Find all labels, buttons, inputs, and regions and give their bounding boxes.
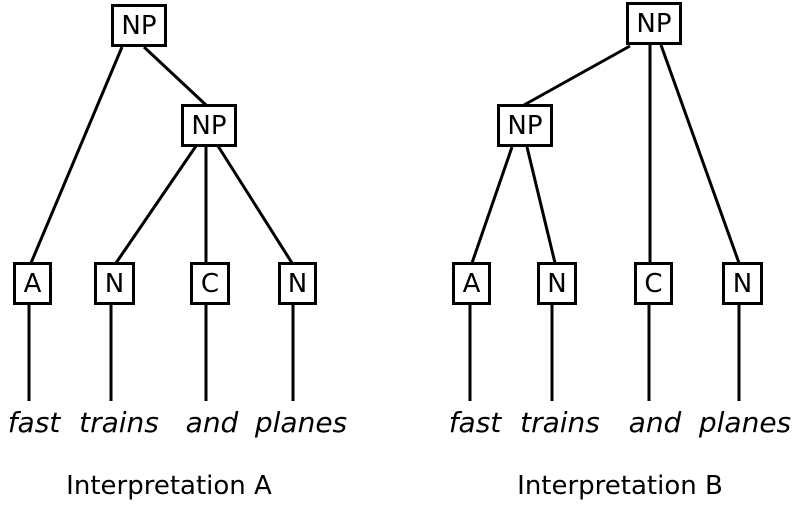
edge-b-root-to-leaf-n2 [659, 44, 741, 264]
tree-a-leaf-noun2-node: N [278, 262, 317, 305]
tree-b-word-and: and [628, 406, 682, 439]
edge-a-inner-to-leaf-n2 [216, 145, 294, 264]
tree-a-caption: Interpretation A [66, 471, 272, 501]
edge-b-root-to-inner-np [523, 44, 631, 107]
tree-a-leaf-adjective-node: A [13, 262, 52, 305]
tree-b-word-fast: fast [448, 406, 502, 439]
edge-a-root-to-inner-np [142, 45, 208, 107]
tree-a-word-trains: trains [79, 406, 159, 439]
tree-b-leaf-adjective-node: A [452, 262, 491, 305]
edge-b-inner-to-leaf-a [470, 146, 514, 264]
edge-a-root-to-leaf-a [29, 46, 124, 264]
tree-a-word-planes: planes [254, 406, 348, 439]
tree-b-word-planes: planes [698, 406, 792, 439]
tree-b-leaf-noun1-node: N [537, 262, 577, 305]
tree-b-caption: Interpretation B [517, 471, 723, 501]
tree-a-leaf-conjunction-node: C [190, 262, 230, 305]
tree-a-word-fast: fast [7, 406, 61, 439]
tree-b-leaf-conjunction-node: C [634, 262, 673, 305]
edge-a-inner-to-leaf-n1 [114, 145, 198, 264]
tree-b-word-trains: trains [520, 406, 600, 439]
tree-a-leaf-noun1-node: N [94, 262, 135, 305]
tree-a-word-and: and [185, 406, 239, 439]
tree-b-inner-np-node: NP [497, 104, 553, 147]
tree-a-inner-np-node: NP [181, 104, 237, 147]
tree-b-root-np-node: NP [626, 2, 682, 45]
tree-a-root-np-node: NP [111, 4, 167, 47]
edge-b-inner-to-leaf-n1 [525, 146, 557, 264]
tree-b-leaf-noun2-node: N [722, 262, 763, 305]
